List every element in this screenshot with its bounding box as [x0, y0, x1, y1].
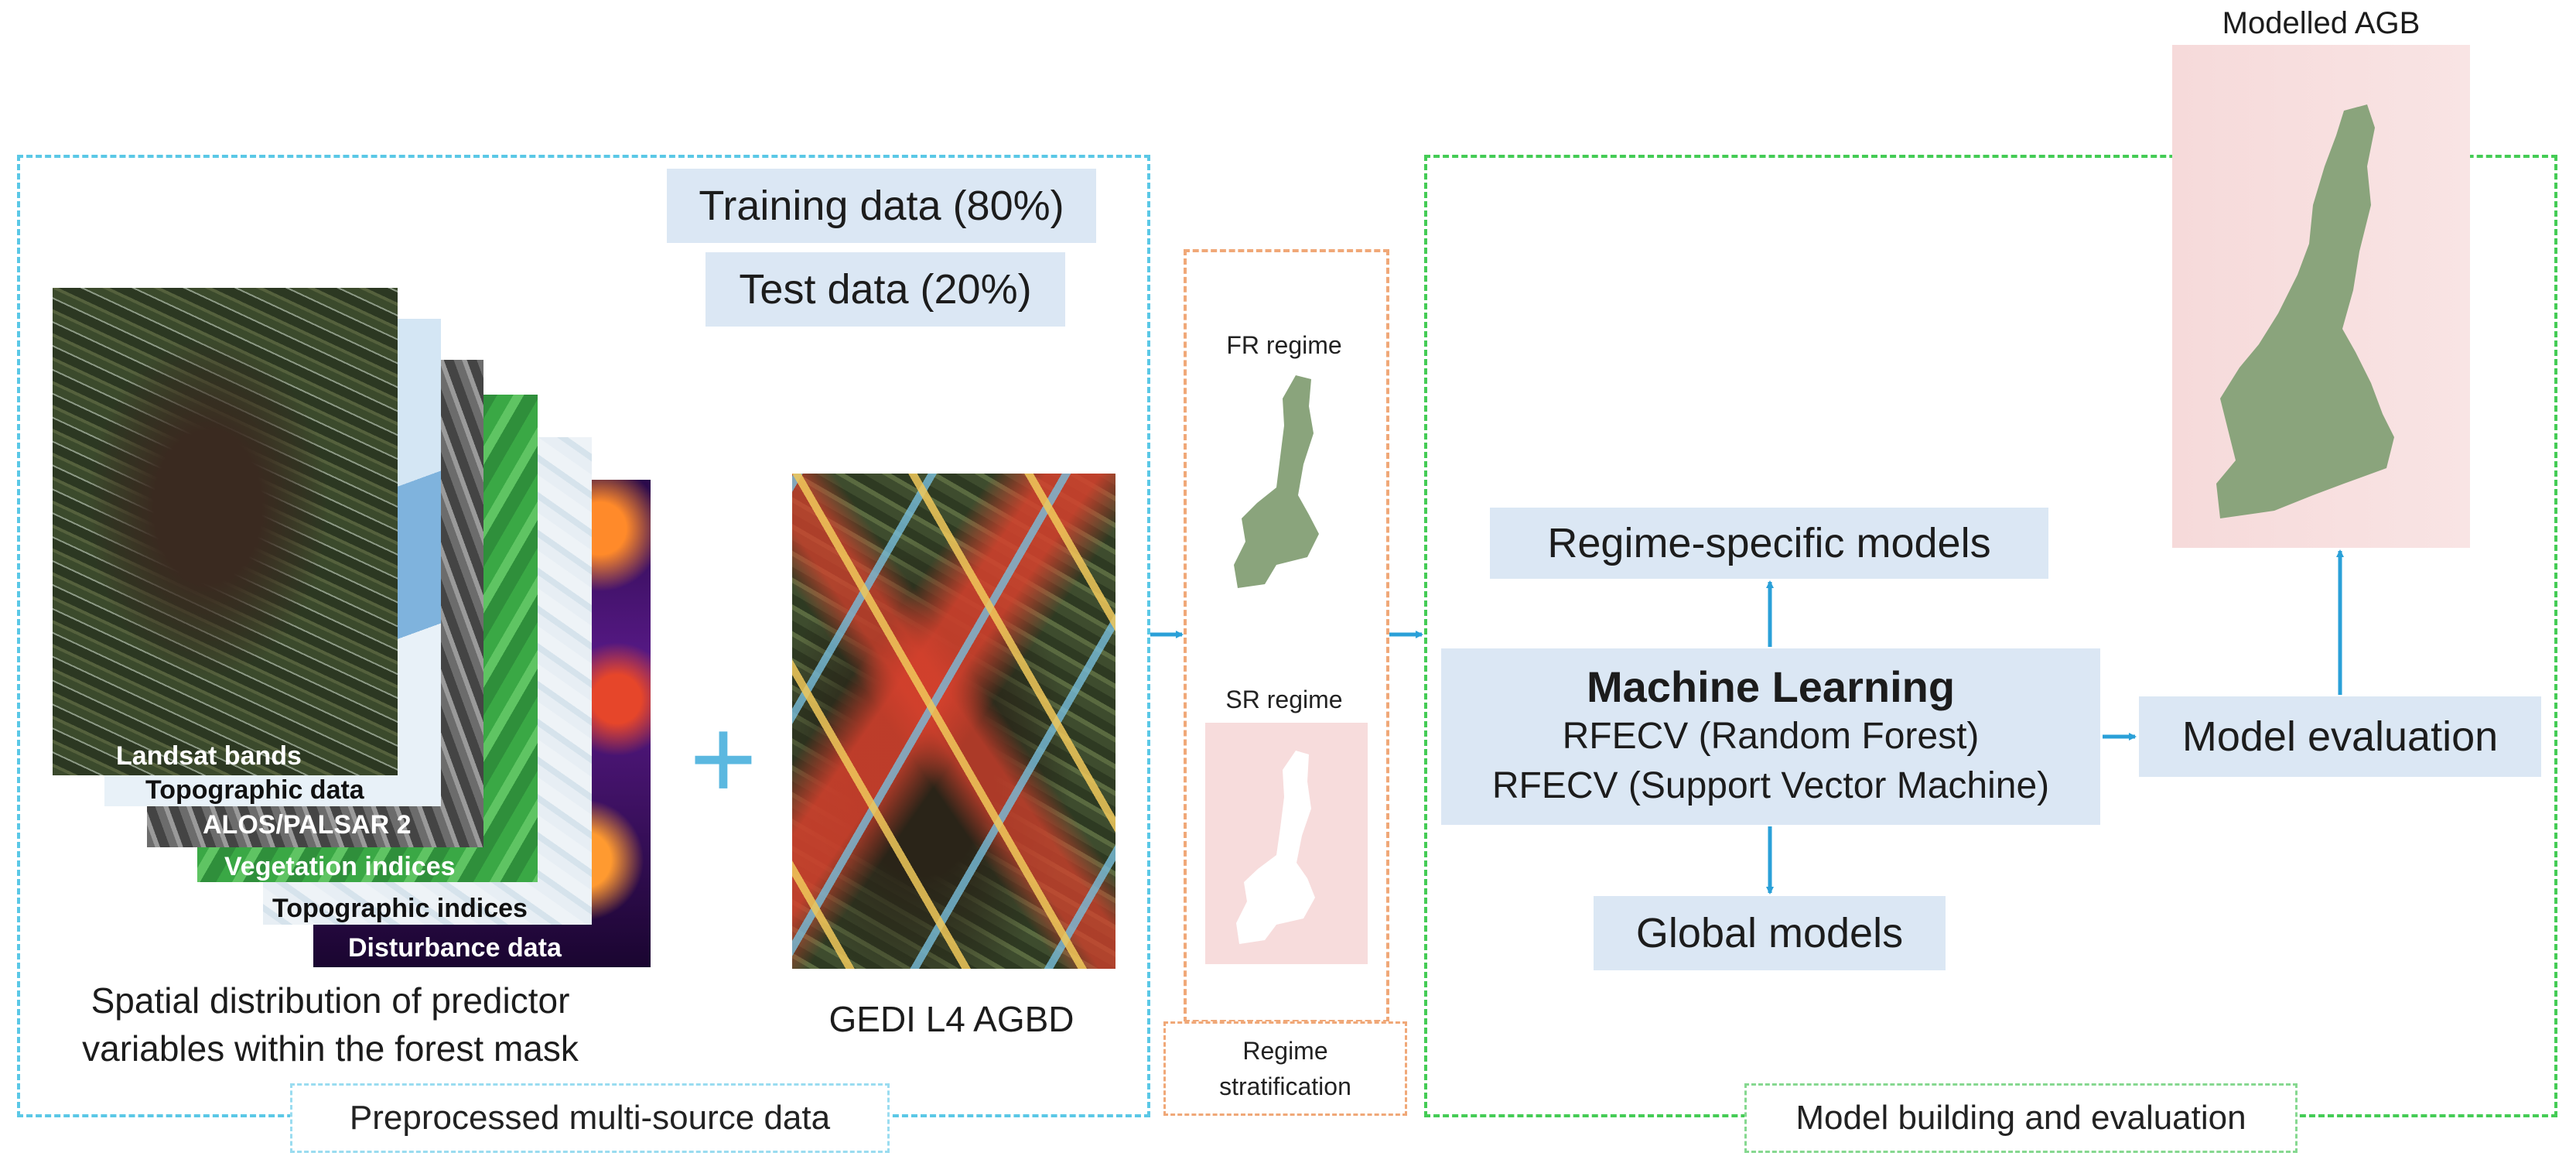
- regime-specific-models-box: Regime-specific models: [1490, 508, 2048, 579]
- machine-learning-box: Machine Learning RFECV (Random Forest) R…: [1441, 648, 2100, 825]
- gedi-caption: GEDI L4 AGBD: [828, 999, 1074, 1039]
- global-models-label: Global models: [1635, 910, 1904, 956]
- layer-label-landsat: Landsat bands: [116, 741, 302, 771]
- sr-regime-map: [1236, 751, 1315, 944]
- test-data-label: Test data (20%): [739, 266, 1032, 313]
- global-models-box: Global models: [1594, 896, 1946, 970]
- model-evaluation-box: Model evaluation: [2139, 696, 2541, 777]
- regime-section-label: Regime stratification: [1163, 1021, 1407, 1116]
- layer-label-disturbance: Disturbance data: [348, 933, 562, 963]
- modeling-section-label: Model building and evaluation: [1744, 1083, 2298, 1153]
- rfecv-svm: RFECV (Support Vector Machine): [1491, 765, 2050, 806]
- machine-learning-title: Machine Learning: [1586, 662, 1956, 711]
- layer-label-vegetation-indices: Vegetation indices: [224, 852, 456, 881]
- sr-regime-label: SR regime: [1225, 686, 1343, 713]
- predictor-caption: Spatial distribution of predictor variab…: [48, 977, 613, 1072]
- modelled-agb-label: Modelled AGB: [2222, 6, 2421, 40]
- landsat-layer-image: [53, 288, 398, 775]
- layer-label-topographic-data: Topographic data: [145, 775, 364, 805]
- regime-specific-models-label: Regime-specific models: [1547, 520, 1991, 566]
- fr-regime-label: FR regime: [1226, 331, 1342, 359]
- model-evaluation-label: Model evaluation: [2181, 713, 2499, 760]
- predictor-caption-line2: variables within the forest mask: [82, 1028, 579, 1069]
- regime-section-label-line2: stratification: [1219, 1072, 1351, 1100]
- plus-symbol: +: [689, 693, 757, 823]
- fr-regime-map: [1234, 375, 1319, 588]
- layer-label-palsar: ALOS/PALSAR 2: [203, 810, 412, 840]
- preprocessing-section-label: Preprocessed multi-source data: [290, 1083, 890, 1153]
- training-data-box: Training data (80%): [667, 169, 1096, 243]
- gedi-footprints-image: [792, 474, 1115, 969]
- modelled-agb-map: [2216, 104, 2394, 518]
- regime-section-label-line1: Regime: [1242, 1037, 1328, 1065]
- rfecv-random-forest: RFECV (Random Forest): [1562, 716, 1980, 757]
- layer-label-topographic-indices: Topographic indices: [272, 894, 528, 923]
- training-data-label: Training data (80%): [699, 183, 1064, 229]
- predictor-caption-line1: Spatial distribution of predictor: [91, 980, 570, 1021]
- test-data-box: Test data (20%): [705, 252, 1065, 327]
